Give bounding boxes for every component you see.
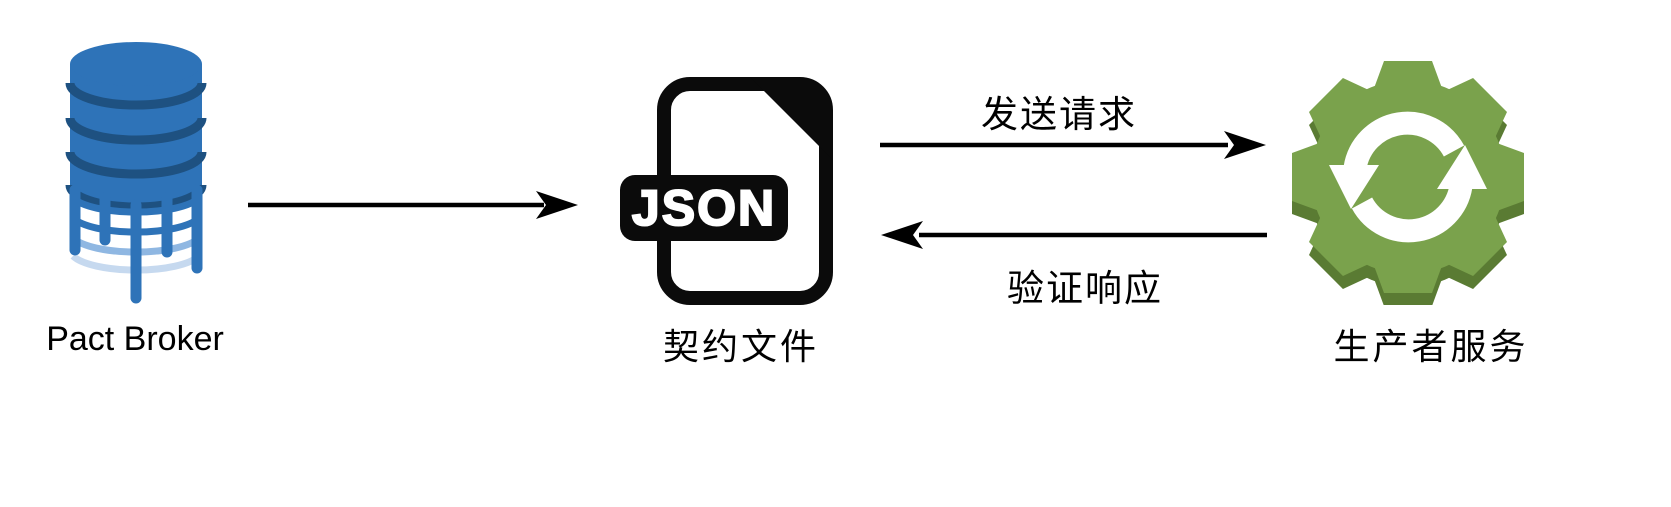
contract-file-node: JSON xyxy=(620,73,833,305)
gear-sync-icon xyxy=(1292,61,1524,305)
json-badge-text: JSON xyxy=(632,180,776,236)
json-file-icon: JSON xyxy=(620,77,833,305)
contract-file-label: 契约文件 xyxy=(662,326,819,367)
sync-arrows-glyph xyxy=(1329,111,1487,243)
send-request-arrow xyxy=(880,131,1266,159)
producer-service-node xyxy=(1292,58,1524,305)
verify-response-arrow xyxy=(881,221,1267,249)
broker-to-contract-arrow xyxy=(248,191,578,219)
water-tower-database-icon xyxy=(65,42,207,304)
verify-response-label: 验证响应 xyxy=(1007,268,1163,309)
pact-broker-node xyxy=(61,40,211,306)
pact-broker-label: Pact Broker xyxy=(46,320,224,358)
producer-service-label: 生产者服务 xyxy=(1333,326,1529,367)
send-request-label: 发送请求 xyxy=(981,94,1137,135)
